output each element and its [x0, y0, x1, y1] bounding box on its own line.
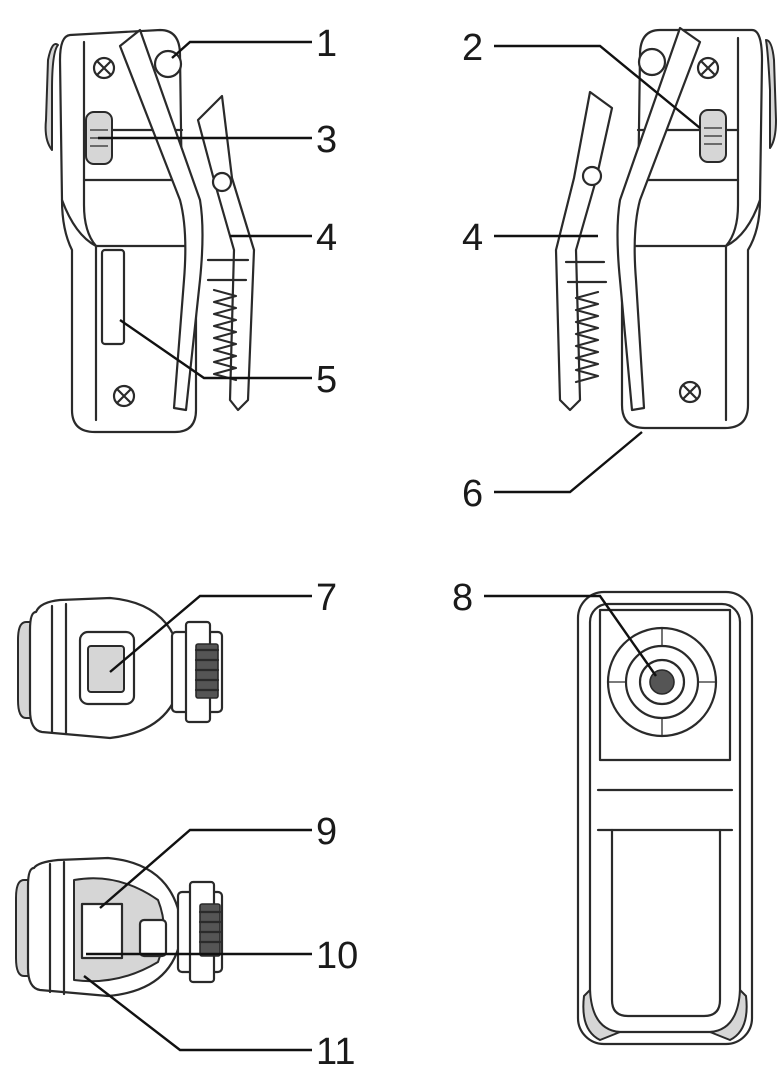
callout-6: 6 [462, 473, 483, 515]
callout-2: 2 [462, 27, 483, 69]
camera-left-side-view [44, 28, 256, 434]
callout-5: 5 [316, 359, 337, 401]
camera-top-view [17, 596, 224, 740]
callout-8: 8 [452, 577, 473, 619]
callout-3: 3 [316, 119, 337, 161]
callout-4-right: 4 [462, 217, 483, 259]
callout-1: 1 [316, 23, 337, 65]
callout-9: 9 [316, 811, 337, 853]
callout-10: 10 [316, 935, 358, 977]
leader-lines [83, 40, 701, 1052]
camera-right-side-view [554, 26, 777, 430]
callout-11: 11 [316, 1031, 355, 1073]
callout-4-left: 4 [316, 217, 337, 259]
camera-bottom-view [15, 856, 224, 998]
camera-front-view [576, 590, 754, 1046]
callout-7: 7 [316, 577, 337, 619]
